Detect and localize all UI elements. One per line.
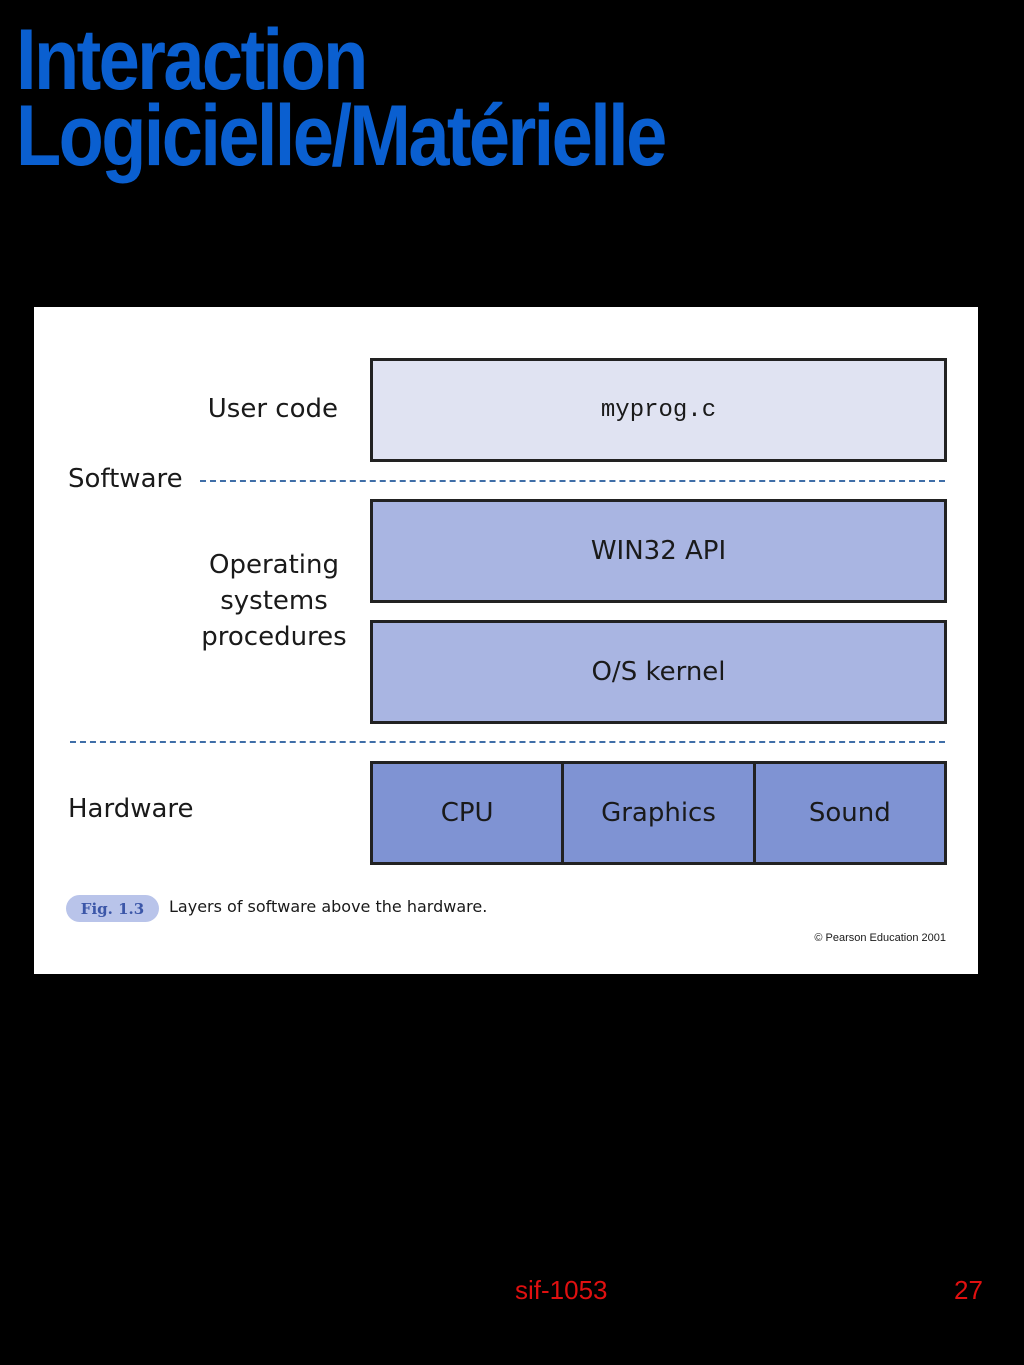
hardware-cpu-label: CPU — [440, 798, 494, 828]
layer-win32-api: WIN32 API — [370, 499, 947, 603]
software-boundary-divider — [200, 480, 945, 482]
hardware-boundary-divider — [70, 741, 945, 743]
hardware-graphics: Graphics — [561, 764, 752, 862]
label-software: Software — [68, 464, 183, 494]
layer-hardware: CPU Graphics Sound — [370, 761, 947, 865]
figure-number-badge: Fig. 1.3 — [66, 895, 159, 922]
slide-title: Interaction Logicielle/Matérielle — [16, 12, 667, 184]
layer-os-kernel-label: O/S kernel — [591, 657, 726, 687]
figure-caption: Layers of software above the hardware. — [169, 897, 488, 916]
layer-user-program: myprog.c — [370, 358, 947, 462]
hardware-cpu: CPU — [373, 764, 561, 862]
layer-user-program-label: myprog.c — [600, 396, 717, 424]
label-hardware: Hardware — [68, 794, 194, 824]
slide-title-line-1: Interaction — [16, 12, 368, 108]
hardware-sound-label: Sound — [808, 798, 891, 828]
footer-page-number: 27 — [954, 1275, 983, 1305]
slide-title-line-2: Logicielle/Matérielle — [16, 88, 667, 184]
figure-panel: User code Software Operating systems pro… — [34, 307, 978, 974]
label-operating-systems-procedures: Operating systems procedures — [201, 550, 347, 652]
hardware-sound: Sound — [752, 764, 944, 862]
layer-os-kernel: O/S kernel — [370, 620, 947, 724]
footer-course-code: sif-1053 — [515, 1275, 608, 1305]
layer-win32-api-label: WIN32 API — [590, 536, 727, 566]
hardware-graphics-label: Graphics — [601, 798, 716, 828]
copyright-notice: © Pearson Education 2001 — [814, 932, 946, 944]
label-user-code: User code — [207, 394, 338, 424]
